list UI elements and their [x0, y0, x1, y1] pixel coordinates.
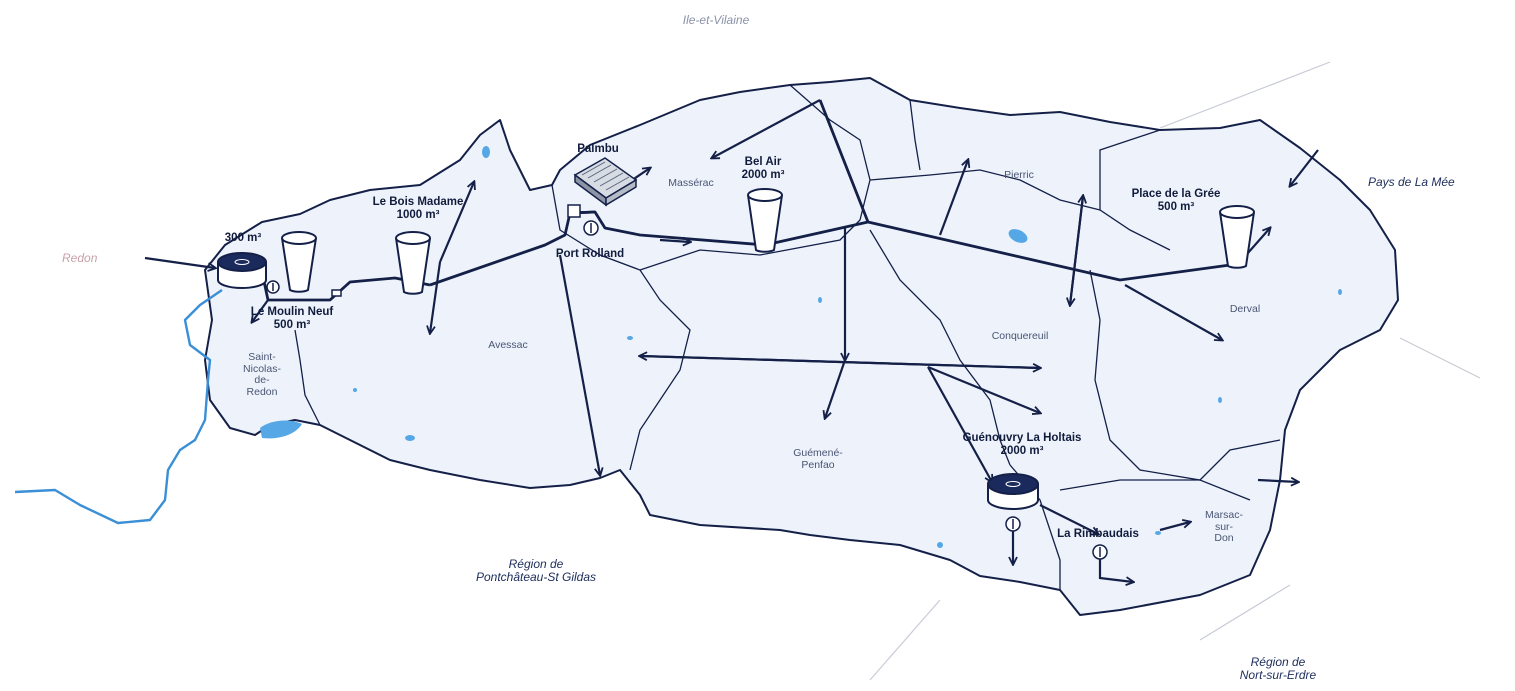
- flow-arrow-icon: [1070, 195, 1085, 305]
- flow-arrow-icon: [430, 261, 442, 333]
- commune-avessac: Avessac: [488, 339, 528, 351]
- lakes: [260, 146, 1342, 548]
- neighbor-north: Ile-et-Vilaine: [682, 13, 750, 27]
- commune-masserac: Massérac: [668, 177, 714, 189]
- valve-icon: [567, 204, 581, 218]
- label-la-rimbaudais: La Rimbaudais: [1057, 528, 1139, 540]
- commune-marsac-sur-don: Marsac- sur- Don: [1205, 509, 1243, 545]
- pumping-station-icon: [583, 220, 599, 236]
- label-palmbu: Palmbu: [577, 143, 619, 155]
- pipeline-network: [260, 99, 1231, 302]
- label-bel-air: Bel Air 2000 m³: [741, 156, 785, 181]
- flow-arrow-icon: [252, 299, 269, 322]
- neighbor-south-east: Région de Nort-sur-Erdre: [1239, 655, 1317, 683]
- flow-arrow-icon: [659, 240, 690, 242]
- commune-guemene-penfao: Guémené- Penfao: [793, 447, 843, 471]
- flow-arrows: [144, 99, 1319, 582]
- flow-arrow-icon: [640, 356, 1041, 370]
- flow-arrow-icon: [927, 365, 1040, 413]
- flow-arrow-icon: [1098, 558, 1133, 582]
- ground-reservoir-icon: [987, 473, 1039, 510]
- label-bois-madame: Le Bois Madame 1000 m³: [372, 196, 464, 221]
- water-tower-icon: [281, 231, 317, 293]
- pumping-station-icon: [266, 280, 280, 294]
- pumping-station-icon: [1092, 544, 1108, 560]
- flow-arrow-icon: [144, 256, 215, 268]
- label-guenouvry-la-holtais: Guénouvry La Holtais 2000 m³: [962, 432, 1082, 457]
- valve-icon: [331, 289, 342, 297]
- water-treatment-plant-icon: [573, 157, 638, 207]
- neighbor-south-west: Région de Pontchâteau-St Gildas: [475, 557, 597, 585]
- territory-outline: [204, 77, 1399, 616]
- pumping-station-icon: [1005, 516, 1021, 532]
- label-port-rolland: Port Rolland: [555, 248, 625, 260]
- flow-arrow-icon: [825, 359, 847, 418]
- flow-arrow-icon: [1124, 284, 1222, 340]
- neighbor-east: Pays de La Mée: [1368, 175, 1455, 189]
- neighbor-west: Redon: [62, 251, 98, 265]
- commune-derval: Derval: [1229, 303, 1261, 315]
- pumping-stations: [266, 204, 1108, 560]
- commune-pierric: Pierric: [1004, 169, 1034, 181]
- flow-arrow-icon: [1290, 149, 1319, 186]
- water-tower-icon: [1219, 205, 1255, 269]
- river: [14, 289, 223, 525]
- flow-arrow-icon: [712, 99, 821, 158]
- label-moulin-neuf: Le Moulin Neuf 500 m³: [250, 306, 334, 331]
- water-tower-icon: [395, 231, 431, 295]
- label-place-de-la-gree: Place de la Grée 500 m³: [1131, 188, 1221, 213]
- ground-reservoir-icon: [217, 252, 267, 289]
- flow-arrow-icon: [438, 182, 474, 263]
- commune-saint-nicolas-de-redon: Saint- Nicolas- de- Redon: [243, 351, 281, 398]
- flow-arrow-icon: [938, 160, 968, 236]
- label-reservoir-300: 300 m³: [224, 232, 262, 244]
- commune-conquereuil: Conquereuil: [991, 330, 1049, 342]
- water-tower-icon: [747, 188, 783, 253]
- flow-arrow-icon: [1039, 504, 1098, 534]
- flow-arrow-icon: [1257, 480, 1298, 482]
- neighbor-boundaries: [869, 61, 1481, 681]
- flow-arrow-icon: [1159, 522, 1190, 532]
- flow-arrow-icon: [558, 254, 600, 475]
- flow-arrow-icon: [927, 366, 992, 482]
